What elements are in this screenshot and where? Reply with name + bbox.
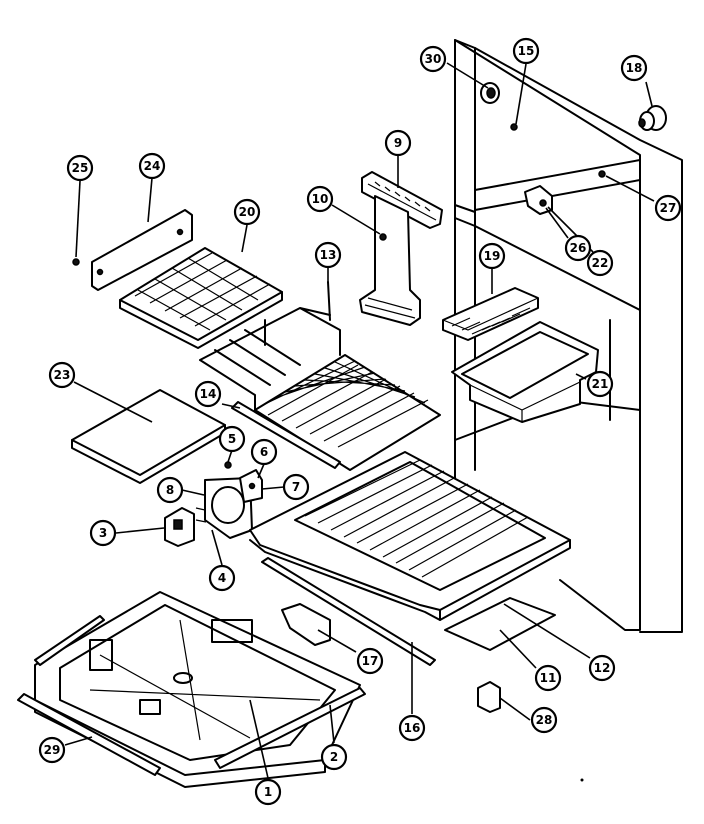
callout-24: 24 xyxy=(138,152,166,180)
callout-23: 23 xyxy=(48,361,76,389)
thermostat-knob xyxy=(480,82,500,104)
callout-22: 22 xyxy=(586,249,614,277)
callout-2: 2 xyxy=(320,743,348,771)
svg-text:15: 15 xyxy=(518,44,535,58)
svg-text:26: 26 xyxy=(570,241,587,255)
svg-text:20: 20 xyxy=(239,205,256,219)
callout-15: 15 xyxy=(512,37,540,65)
screw-part-15 xyxy=(510,123,518,131)
ice-tray xyxy=(442,287,539,341)
callout-17: 17 xyxy=(356,647,384,675)
callout-5: 5 xyxy=(218,425,246,453)
callout-20: 20 xyxy=(233,198,261,226)
drawer-panel xyxy=(444,597,556,651)
svg-text:17: 17 xyxy=(362,654,379,668)
svg-text:16: 16 xyxy=(404,721,421,735)
air-duct xyxy=(359,171,443,326)
leader-lines xyxy=(64,62,655,779)
plug-part-27 xyxy=(598,170,606,178)
light-socket xyxy=(638,105,667,131)
callout-10: 10 xyxy=(306,185,334,213)
svg-text:23: 23 xyxy=(54,368,71,382)
trim-strip xyxy=(17,693,161,776)
drawer-rail xyxy=(261,557,436,666)
svg-text:5: 5 xyxy=(228,432,236,446)
svg-text:1: 1 xyxy=(264,785,272,799)
svg-text:2: 2 xyxy=(330,750,338,764)
svg-text:6: 6 xyxy=(260,445,268,459)
rod xyxy=(34,615,105,666)
callout-9: 9 xyxy=(384,129,412,157)
callout-6: 6 xyxy=(250,438,278,466)
svg-text:11: 11 xyxy=(540,671,557,685)
callout-21: 21 xyxy=(586,370,614,398)
svg-text:14: 14 xyxy=(200,387,217,401)
screw-part-10 xyxy=(379,233,387,241)
callout-8: 8 xyxy=(156,476,184,504)
callout-16: 16 xyxy=(398,714,426,742)
svg-text:24: 24 xyxy=(144,159,161,173)
svg-text:29: 29 xyxy=(44,743,61,757)
callout-7: 7 xyxy=(282,473,310,501)
svg-text:7: 7 xyxy=(292,480,300,494)
callout-26: 26 xyxy=(564,234,592,262)
callout-12: 12 xyxy=(588,654,616,682)
callout-4: 4 xyxy=(208,564,236,592)
svg-text:19: 19 xyxy=(484,249,501,263)
shield xyxy=(281,603,331,646)
svg-text:27: 27 xyxy=(660,201,677,215)
bracket-28 xyxy=(477,681,501,713)
ice-bin xyxy=(451,321,599,423)
svg-text:8: 8 xyxy=(166,483,174,497)
svg-text:25: 25 xyxy=(72,161,89,175)
callout-30: 30 xyxy=(419,45,447,73)
callout-29: 29 xyxy=(38,736,66,764)
callout-18: 18 xyxy=(620,54,648,82)
callout-3: 3 xyxy=(89,519,117,547)
svg-text:3: 3 xyxy=(99,526,107,540)
callout-14: 14 xyxy=(194,380,222,408)
svg-text:21: 21 xyxy=(592,377,609,391)
crisper-drawer xyxy=(249,451,571,621)
shelf-bracket xyxy=(91,209,193,291)
base-rail xyxy=(214,687,366,769)
svg-text:13: 13 xyxy=(320,248,337,262)
stray-mark xyxy=(580,778,584,782)
callout-28: 28 xyxy=(530,706,558,734)
callout-27: 27 xyxy=(654,194,682,222)
svg-text:9: 9 xyxy=(394,136,402,150)
refrigerator-cabinet xyxy=(454,39,683,633)
shelf-rail xyxy=(231,401,341,469)
svg-text:30: 30 xyxy=(425,52,442,66)
thermostat xyxy=(164,507,195,547)
svg-text:4: 4 xyxy=(218,571,226,585)
callout-19: 19 xyxy=(478,242,506,270)
svg-text:10: 10 xyxy=(312,192,329,206)
svg-text:18: 18 xyxy=(626,61,643,75)
svg-text:22: 22 xyxy=(592,256,609,270)
callout-1: 1 xyxy=(254,778,282,806)
svg-text:28: 28 xyxy=(536,713,553,727)
svg-text:12: 12 xyxy=(594,661,611,675)
screw-part-5 xyxy=(224,461,232,469)
screw-part-25 xyxy=(72,258,80,266)
grid-shelf xyxy=(119,247,283,349)
callout-11: 11 xyxy=(534,664,562,692)
callout-13: 13 xyxy=(314,241,342,269)
callout-25: 25 xyxy=(66,154,94,182)
